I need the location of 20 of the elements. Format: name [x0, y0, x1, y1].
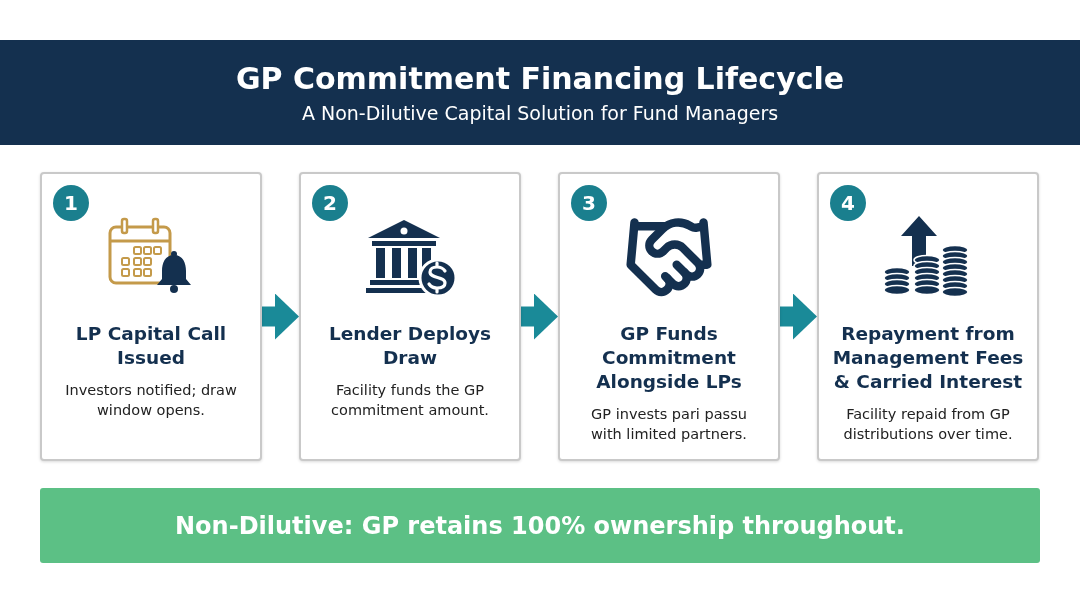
banner-text: Non-Dilutive: GP retains 100% ownership throughout.	[175, 511, 905, 540]
step-number: 1	[53, 185, 89, 221]
step-description: Investors notified; draw window opens.	[64, 381, 238, 420]
step-number: 3	[571, 185, 607, 221]
subtitle: A Non-Dilutive Capital Solution for Fund Managers	[301, 102, 779, 124]
step-title: Lender Deploys Draw	[327, 322, 493, 370]
step-description: GP invests pari passu with limited partners.	[590, 405, 748, 444]
step-number: 2	[312, 185, 348, 221]
step-title: GP Funds Commitment Alongside LPs	[595, 322, 743, 394]
step-number: 4	[830, 185, 866, 221]
step-card	[817, 172, 1039, 461]
title: GP Commitment Financing Lifecycle	[235, 61, 845, 96]
step-card	[558, 172, 780, 461]
step-title: Repayment from Management Fees & Carried Interest	[831, 322, 1025, 394]
step-card	[299, 172, 521, 461]
step-title: LP Capital Call Issued	[74, 322, 228, 370]
step-card	[40, 172, 262, 461]
step-description: Facility repaid from GP distributions over time.	[842, 405, 1014, 444]
banner	[40, 488, 1040, 563]
step-description: Facility funds the GP commitment amount.	[330, 381, 490, 420]
